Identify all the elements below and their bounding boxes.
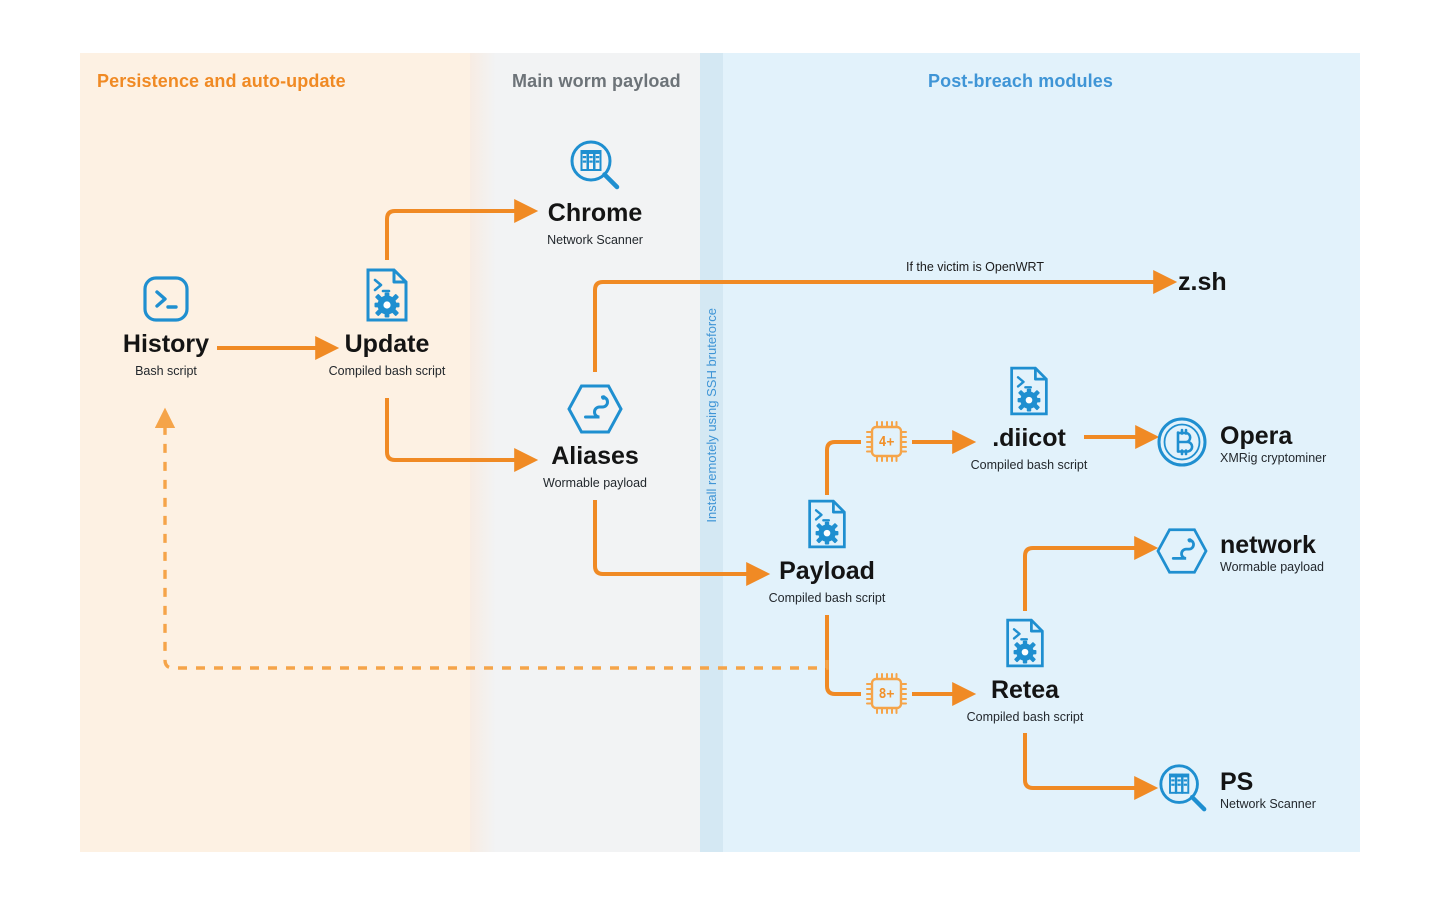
chip-cpu-4plus: 4+ bbox=[861, 418, 912, 471]
node-chrome-sub: Network Scanner bbox=[547, 233, 643, 248]
network-scanner-icon bbox=[568, 138, 622, 197]
node-ps[interactable]: PS Network Scanner bbox=[1157, 762, 1316, 819]
node-payload-name: Payload bbox=[779, 557, 875, 585]
node-retea-name: Retea bbox=[990, 676, 1060, 704]
node-update[interactable]: Update Compiled bash script bbox=[320, 267, 454, 379]
node-diicot[interactable]: .diicot Compiled bash script bbox=[962, 365, 1096, 473]
chip-cpu-8plus-label: 8+ bbox=[878, 686, 895, 702]
ssh-bruteforce-label: Install remotely using SSH bruteforce bbox=[704, 308, 719, 523]
band-title-post-breach: Post-breach modules bbox=[928, 71, 1113, 91]
bitcoin-coin-icon bbox=[1155, 415, 1209, 474]
node-zsh[interactable]: z.sh bbox=[1178, 268, 1227, 296]
node-aliases[interactable]: Aliases Wormable payload bbox=[525, 383, 665, 491]
node-network-name: network bbox=[1220, 531, 1316, 560]
band-title-main-worm: Main worm payload bbox=[512, 71, 681, 91]
node-history-name: History bbox=[122, 330, 210, 358]
worm-hex-icon bbox=[1155, 527, 1209, 580]
node-network-sub: Wormable payload bbox=[1220, 560, 1324, 575]
cpu-chip-icon bbox=[866, 673, 907, 714]
node-chrome[interactable]: Chrome Network Scanner bbox=[525, 138, 665, 248]
node-history-sub: Bash script bbox=[135, 364, 197, 379]
node-retea-sub: Compiled bash script bbox=[966, 710, 1084, 725]
node-history[interactable]: History Bash script bbox=[105, 275, 227, 379]
band-divider-orange-gray bbox=[470, 53, 496, 852]
cpu-chip-icon bbox=[866, 421, 907, 462]
band-persistence bbox=[80, 53, 470, 852]
node-opera[interactable]: Opera XMRig cryptominer bbox=[1155, 415, 1326, 474]
node-diicot-sub: Compiled bash script bbox=[970, 458, 1088, 473]
node-network[interactable]: network Wormable payload bbox=[1155, 527, 1324, 580]
node-retea[interactable]: Retea Compiled bash script bbox=[958, 617, 1092, 725]
terminal-rounded-icon bbox=[142, 275, 190, 328]
node-diicot-name: .diicot bbox=[992, 424, 1066, 452]
node-update-name: Update bbox=[344, 330, 430, 358]
node-payload[interactable]: Payload Compiled bash script bbox=[760, 498, 894, 606]
node-ps-name: PS bbox=[1220, 768, 1254, 797]
node-payload-sub: Compiled bash script bbox=[768, 591, 886, 606]
script-file-icon bbox=[364, 267, 410, 328]
chip-cpu-8plus: 8+ bbox=[861, 670, 912, 723]
worm-hex-icon bbox=[566, 383, 624, 440]
node-opera-sub: XMRig cryptominer bbox=[1220, 451, 1327, 466]
node-ps-sub: Network Scanner bbox=[1220, 797, 1316, 812]
chip-cpu-4plus-label: 4+ bbox=[878, 434, 895, 450]
node-chrome-name: Chrome bbox=[547, 199, 643, 227]
script-file-icon bbox=[1008, 365, 1050, 422]
network-scanner-icon bbox=[1157, 762, 1209, 819]
node-aliases-sub: Wormable payload bbox=[543, 476, 647, 491]
node-aliases-name: Aliases bbox=[551, 442, 639, 470]
node-update-sub: Compiled bash script bbox=[328, 364, 446, 379]
openwrt-condition-label: If the victim is OpenWRT bbox=[906, 260, 1044, 274]
band-title-persistence: Persistence and auto-update bbox=[97, 71, 346, 91]
script-file-icon bbox=[806, 498, 848, 555]
script-file-icon bbox=[1004, 617, 1046, 674]
node-opera-name: Opera bbox=[1220, 422, 1293, 451]
